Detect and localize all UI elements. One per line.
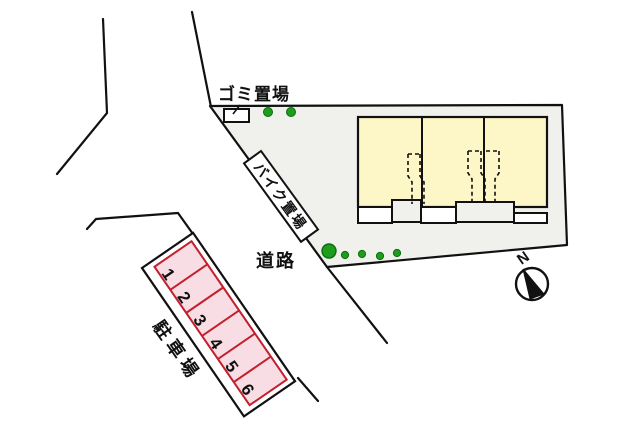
porch-2 xyxy=(420,206,457,224)
stall-divider xyxy=(217,332,256,360)
parking-lot: 1 2 3 4 5 6 xyxy=(140,231,297,418)
stall-divider xyxy=(233,355,272,383)
north-label: N xyxy=(514,248,533,268)
stall-divider xyxy=(169,263,208,291)
staircase-dashed xyxy=(419,154,425,204)
shrub-icon xyxy=(263,107,273,117)
road-edge-south xyxy=(325,265,389,345)
porch-3 xyxy=(513,212,548,224)
stall-dividers xyxy=(169,263,272,383)
building-body xyxy=(356,115,549,209)
shrub-icon xyxy=(375,251,385,261)
staircase-dashed xyxy=(494,151,500,203)
garbage-area-label: ゴミ置場 xyxy=(218,84,290,104)
entrance-notch-1 xyxy=(391,199,422,223)
parking-extension-line xyxy=(296,376,320,403)
staircase-dashed xyxy=(480,151,486,203)
parking-block-boundary xyxy=(85,211,195,236)
building-footprint xyxy=(356,115,549,224)
compass-needle-icon xyxy=(522,268,545,300)
shrub-icon xyxy=(392,248,402,258)
shrub-icon xyxy=(286,107,296,117)
entrance-notch-2 xyxy=(455,201,515,223)
shrub-icon xyxy=(340,250,350,260)
road-edge-right xyxy=(190,10,213,109)
bike-storage-box xyxy=(242,149,320,244)
road-label: 道路 xyxy=(256,250,296,271)
porch-1 xyxy=(357,206,393,224)
staircase-dashed xyxy=(407,154,413,204)
stall-divider xyxy=(185,286,224,314)
staircase-dashed xyxy=(467,151,473,203)
garbage-box xyxy=(223,108,250,123)
road-edge-left xyxy=(55,17,109,176)
staircase-dashed-group xyxy=(407,150,500,204)
bush-icon xyxy=(321,243,337,259)
shrub-icon xyxy=(357,249,367,259)
stall-divider xyxy=(201,309,240,337)
greenery-row xyxy=(321,243,402,261)
garbage-box-door-mark xyxy=(232,104,241,115)
compass: N xyxy=(514,248,550,302)
